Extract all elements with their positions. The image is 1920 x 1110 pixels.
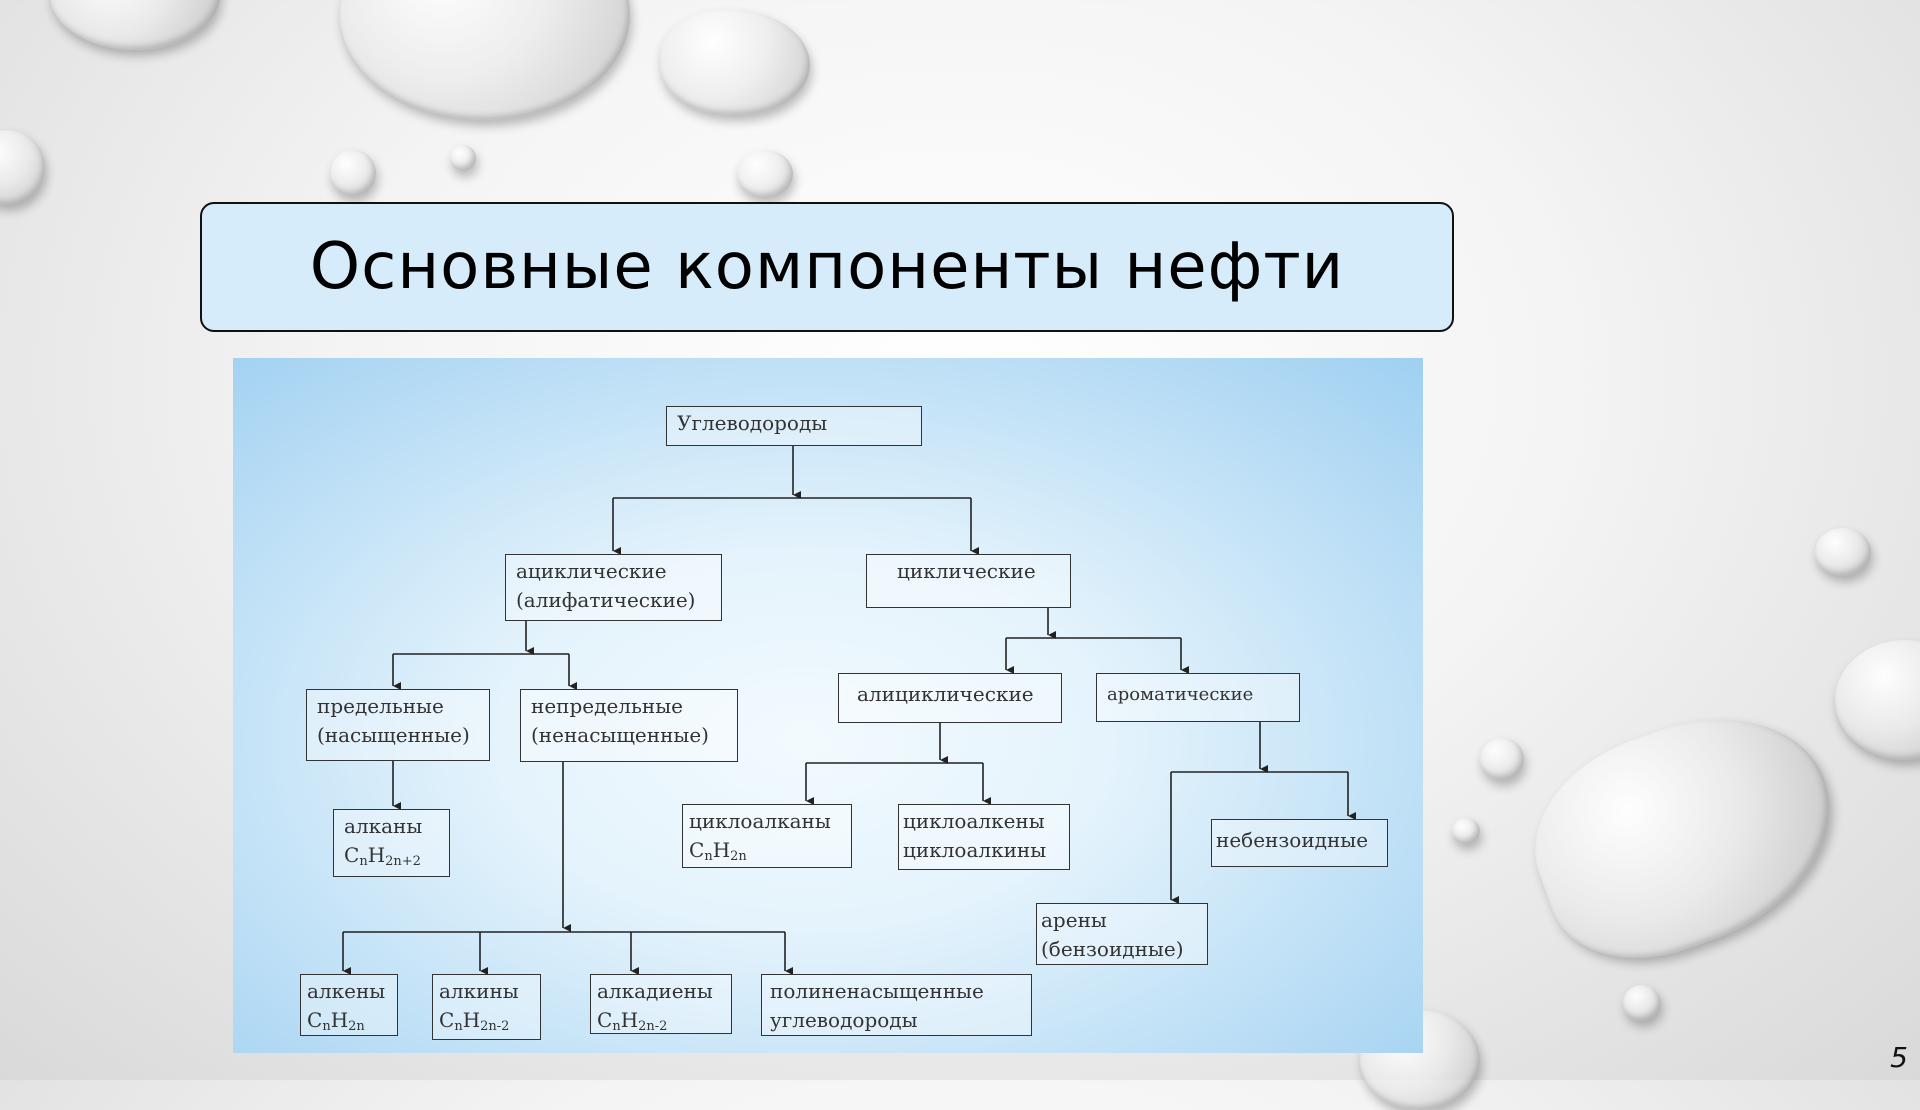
formula-n: n (322, 1019, 331, 1034)
node-unsaturated: непредельные (ненасыщенные) (520, 689, 738, 762)
node-label: предельные (317, 694, 444, 718)
water-drop-decoration (1480, 738, 1524, 780)
node-acyclic: ациклические (алифатические) (505, 554, 722, 621)
formula-n: n (612, 1019, 621, 1034)
water-drop-decoration (1623, 985, 1661, 1021)
water-drop-decoration (737, 150, 793, 198)
node-formula: CnH2n (307, 1006, 387, 1041)
node-polyunsaturated: полиненасыщенные углеводороды (761, 974, 1032, 1036)
node-label: циклические (897, 559, 1036, 583)
node-alkanes: алканы CnH2n+2 (333, 809, 450, 877)
node-label: алкадиены (597, 979, 713, 1003)
formula-n: n (454, 1019, 463, 1034)
node-label: ароматические (1107, 684, 1254, 705)
node-label: Углеводороды (677, 411, 828, 435)
formula-sub: 2n-2 (480, 1019, 510, 1034)
node-label: углеводороды (770, 1008, 918, 1032)
water-drop-decoration (1835, 640, 1920, 760)
node-label: алкены (307, 979, 386, 1003)
node-arenes: арены (бензоидные) (1036, 903, 1208, 965)
node-formula: CnH2n (689, 836, 841, 871)
node-nonbenzenoid: небензоидные (1211, 819, 1388, 867)
water-drop-decoration (50, 0, 220, 50)
node-label: (ненасыщенные) (531, 723, 709, 747)
node-aromatic: ароматические (1096, 673, 1300, 722)
formula-c: C (439, 1008, 455, 1032)
formula-n: n (704, 849, 713, 864)
formula-c: C (597, 1008, 613, 1032)
formula-h: H (367, 843, 386, 867)
page-number: 5 (1890, 1041, 1908, 1074)
water-drop-decoration (450, 145, 476, 171)
node-label: (бензоидные) (1041, 937, 1184, 961)
formula-c: C (344, 843, 360, 867)
node-hydrocarbons: Углеводороды (666, 406, 922, 446)
node-formula: CnH2n+2 (344, 841, 439, 876)
water-drop-decoration (0, 130, 45, 205)
node-alkenes: алкены CnH2n (300, 974, 398, 1036)
node-alkynes: алкины CnH2n-2 (432, 974, 541, 1040)
slide-title-box: Основные компоненты нефти (200, 202, 1454, 332)
slide-title: Основные компоненты нефти (309, 230, 1345, 304)
node-label: алкины (439, 979, 519, 1003)
node-label: полиненасыщенные (770, 979, 984, 1003)
formula-c: C (307, 1008, 323, 1032)
water-drop-decoration (1452, 818, 1480, 844)
node-label: непредельные (531, 694, 683, 718)
node-label: небензоидные (1216, 828, 1369, 852)
node-label: арены (1041, 908, 1107, 932)
node-label: циклоалкины (903, 838, 1047, 862)
node-formula: CnH2n-2 (439, 1006, 530, 1041)
node-alkadienes: алкадиены CnH2n-2 (590, 974, 732, 1034)
formula-h: H (712, 838, 731, 862)
water-drop-decoration (1507, 683, 1863, 988)
formula-h: H (620, 1008, 639, 1032)
node-saturated: предельные (насыщенные) (306, 689, 490, 761)
formula-sub: 2n (348, 1019, 365, 1034)
node-cycloalkanes: циклоалканы CnH2n (682, 804, 852, 868)
formula-h: H (462, 1008, 481, 1032)
water-drop-decoration (330, 150, 376, 196)
node-label: циклоалкены (903, 809, 1045, 833)
node-label: алканы (344, 814, 423, 838)
node-label: алициклические (857, 682, 1034, 706)
formula-h: H (330, 1008, 349, 1032)
formula-n: n (359, 854, 368, 869)
node-cycloalkenes: циклоалкены циклоалкины (898, 804, 1070, 870)
node-label: ациклические (516, 559, 667, 583)
hydrocarbon-classification-diagram: Углеводороды ациклические (алифатические… (233, 358, 1423, 1053)
node-label: (алифатические) (516, 588, 696, 612)
formula-sub: 2n+2 (385, 854, 421, 869)
water-drop-decoration (1815, 528, 1871, 576)
water-drop-decoration (340, 0, 630, 120)
node-formula: CnH2n-2 (597, 1006, 721, 1041)
formula-sub: 2n-2 (638, 1019, 668, 1034)
node-cyclic: циклические (866, 554, 1071, 608)
formula-sub: 2n (730, 849, 747, 864)
node-label: (насыщенные) (317, 723, 470, 747)
node-label: циклоалканы (689, 809, 831, 833)
diagram-connectors (342, 446, 1356, 975)
formula-c: C (689, 838, 705, 862)
node-alicyclic: алициклические (838, 673, 1062, 723)
water-drop-decoration (660, 10, 810, 115)
